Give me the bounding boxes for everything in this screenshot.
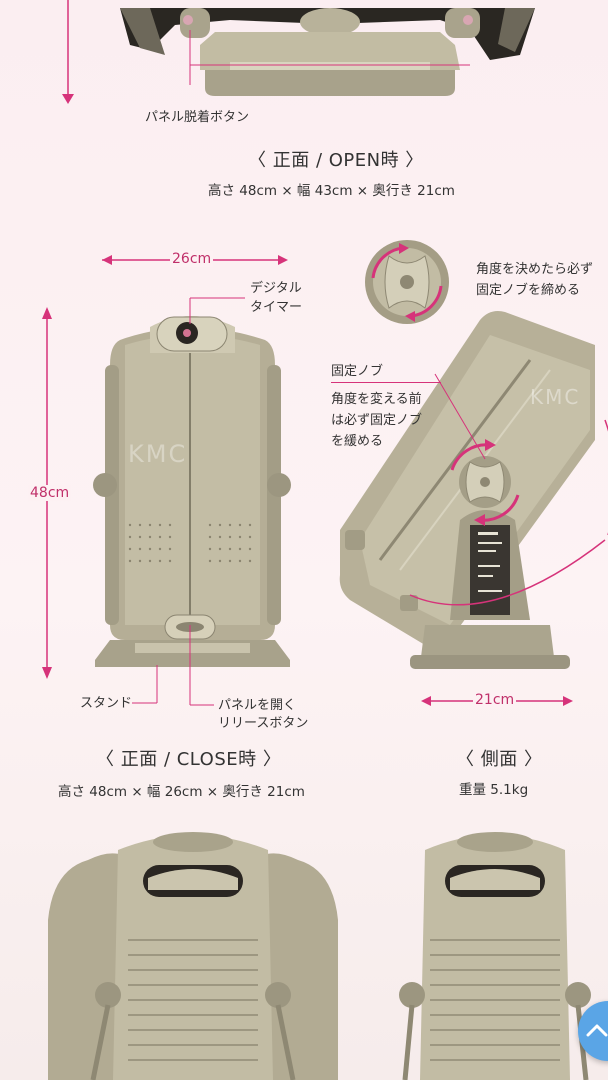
side-watermark: KMC — [530, 385, 581, 409]
release-leader — [189, 625, 214, 706]
knob-loosen-label-2: は必ず固定ノブ — [331, 413, 423, 428]
knob-loosen-label-3: を緩める — [331, 434, 384, 449]
stand-label: スタンド — [80, 696, 133, 711]
release-label-1: パネルを開く — [218, 698, 297, 713]
timer-label-1: デジタル — [250, 281, 302, 296]
close-view-title: 〈 正面 / CLOSE時 〉 — [96, 749, 282, 770]
open-view-title: 〈 正面 / OPEN時 〉 — [248, 150, 424, 171]
knob-tighten-label-2: 固定ノブを締める — [476, 283, 581, 298]
side-weight: 重量 5.1kg — [459, 782, 529, 798]
knob-closeup-image — [365, 240, 449, 324]
front-watermark: KMC — [128, 440, 188, 468]
close-view-dimensions: 高さ 48cm × 幅 26cm × 奥行き 21cm — [58, 784, 305, 800]
knob-leader — [434, 373, 486, 460]
knob-tighten-label-1: 角度を決めたら必ず — [476, 262, 594, 277]
chevron-up-icon — [586, 1024, 608, 1037]
stand-leader — [132, 665, 158, 704]
side-view-title: 〈 側面 〉 — [456, 749, 543, 770]
top-height-arrow — [62, 0, 74, 104]
device-open-front-image — [120, 8, 535, 96]
device-back-image-left — [48, 832, 338, 1080]
width-label: 26cm — [170, 251, 214, 267]
device-close-front-image — [93, 316, 291, 667]
depth-label: 21cm — [473, 692, 517, 708]
knob-loosen-label-1: 角度を変える前 — [331, 392, 422, 407]
knob-label-underline — [331, 382, 441, 383]
device-side-image — [339, 311, 608, 669]
open-view-dimensions: 高さ 48cm × 幅 43cm × 奥行き 21cm — [208, 183, 455, 199]
timer-label-2: タイマー — [250, 300, 303, 315]
timer-leader — [189, 297, 245, 324]
release-label-2: リリースボタン — [218, 716, 309, 731]
device-back-image-right — [399, 832, 591, 1080]
panel-button-leader — [189, 30, 470, 85]
height-label: 48cm — [28, 485, 72, 501]
panel-button-label: パネル脱着ボタン — [145, 110, 250, 125]
knob-label: 固定ノブ — [331, 364, 384, 379]
